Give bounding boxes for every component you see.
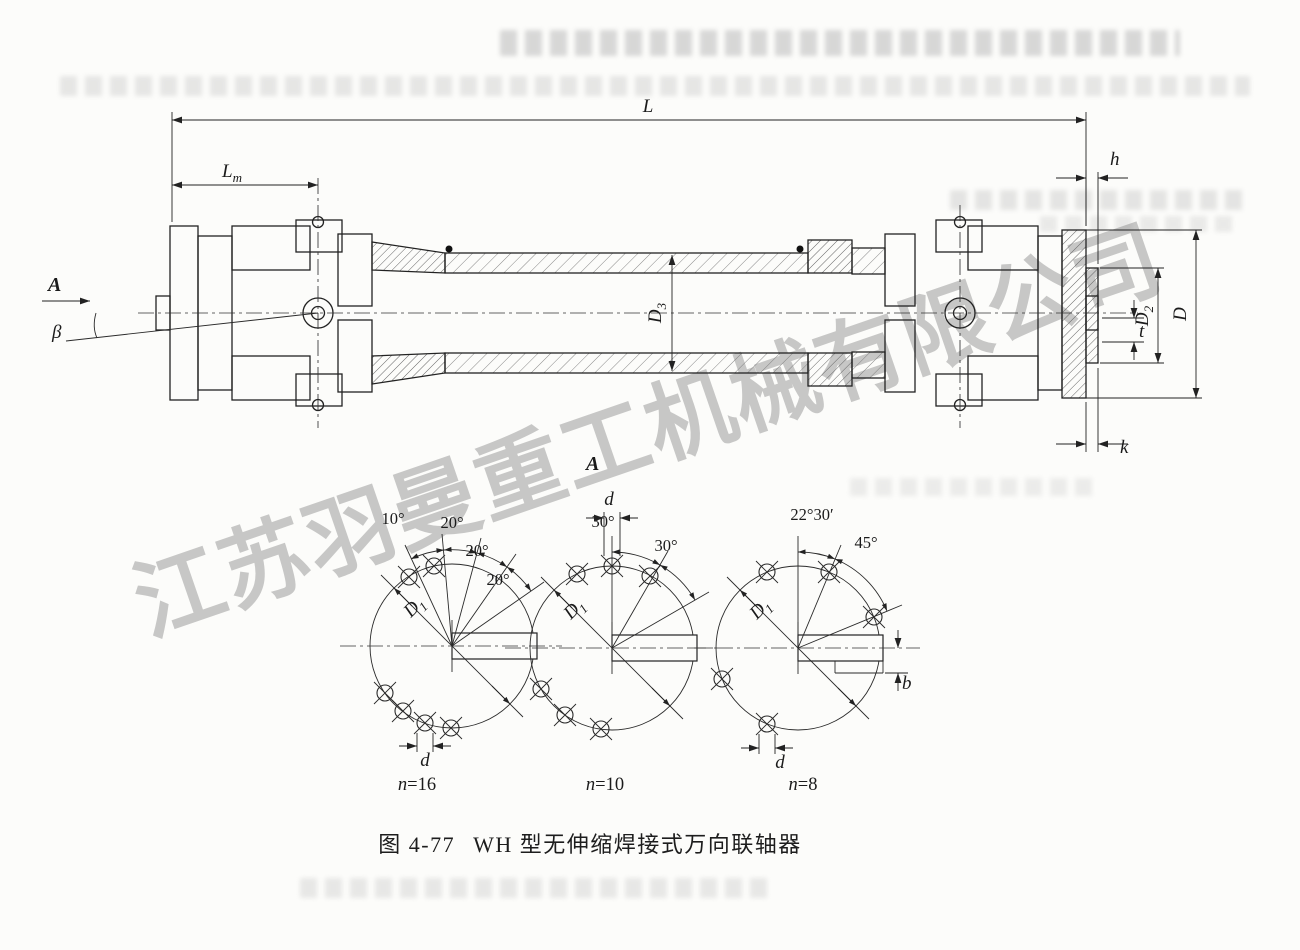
detail-n16: 10° 20° 20° 20° D1 d n=16: [340, 509, 562, 795]
dim-beta: β: [51, 312, 319, 343]
angle-label: 30°: [591, 512, 614, 531]
left-weld-adapter: [371, 241, 446, 274]
bolt-hole: [439, 716, 463, 740]
dim-label-d: d: [604, 489, 614, 510]
bolt-count-label: n=16: [398, 775, 436, 795]
bolt-hole: [710, 667, 734, 691]
bolt-hole: [600, 554, 624, 578]
bleed-text-smudge: [1040, 216, 1240, 232]
bolt-hole: [397, 565, 421, 589]
coupling-main-view: β A L Lm: [42, 96, 1202, 458]
dim-label-d: d: [420, 750, 430, 771]
dim-D2: D2: [1100, 267, 1164, 364]
detail-n8: 22°30′ 45° D1 b d n=8: [690, 505, 920, 795]
bolt-hole: [755, 712, 779, 736]
bolt-hole: [422, 554, 446, 578]
dim-label-b: b: [902, 673, 912, 694]
dim-label-k: k: [1120, 437, 1129, 458]
detail-view-label: A: [584, 453, 599, 475]
angle-label: 20°: [440, 513, 463, 532]
bolt-hole: [565, 562, 589, 586]
bolt-hole: [638, 564, 662, 588]
dim-k: k: [1056, 368, 1129, 458]
figure-title: WH 型无伸缩焊接式万向联轴器: [473, 832, 802, 857]
angle-label: 20°: [486, 570, 509, 589]
bleed-text-smudge: [500, 30, 1180, 56]
angle-label: 22°30′: [790, 505, 833, 524]
dim-label-Lm: Lm: [221, 161, 242, 185]
dim-label-D: D: [1170, 307, 1191, 322]
bleed-text-smudge: [950, 190, 1250, 210]
bolt-hole: [862, 605, 886, 629]
dim-Lm: Lm: [172, 161, 318, 189]
figure-caption: 图 4-77 WH 型无伸缩焊接式万向联轴器: [170, 827, 1010, 859]
bolt-hole: [589, 717, 613, 741]
tube: [444, 245, 809, 374]
bleed-text-smudge: [300, 878, 770, 898]
left-universal-joint: [197, 215, 373, 412]
dim-t: t: [1102, 300, 1145, 360]
bolt-hole: [529, 677, 553, 701]
bolt-hole: [817, 560, 841, 584]
bolt-circle-details: A 10° 20° 20° 20°: [340, 453, 920, 795]
view-arrow: A: [42, 274, 90, 305]
dim-label-D3: D3: [645, 302, 669, 324]
dim-L: L: [171, 96, 1087, 226]
bolt-count-label: n=10: [586, 775, 624, 795]
dim-D: D: [1064, 229, 1202, 399]
angle-label: 45°: [854, 533, 877, 552]
dim-label-beta: β: [51, 322, 62, 343]
bolt-hole: [413, 711, 437, 735]
bolt-hole: [391, 699, 415, 723]
angle-label: 20°: [465, 541, 488, 560]
bolt-count-label: n=8: [789, 775, 818, 795]
dim-label-t: t: [1139, 321, 1145, 342]
angle-label: 30°: [654, 536, 677, 555]
dim-h: h: [1056, 149, 1128, 264]
dim-label-h: h: [1110, 149, 1120, 170]
dim-label-D2: D2: [1132, 305, 1156, 327]
weld-dot: [796, 245, 804, 253]
bolt-hole: [553, 703, 577, 727]
dim-D3: D3: [645, 255, 676, 371]
bleed-text-smudge: [850, 478, 1100, 496]
weld-dot: [445, 245, 453, 253]
bolt-hole: [755, 560, 779, 584]
dim-label-d: d: [775, 752, 785, 773]
bleed-text-smudge: [60, 76, 1250, 96]
right-weld-adapter: [807, 239, 886, 387]
right-universal-joint: [884, 215, 1063, 412]
view-arrow-label: A: [46, 274, 61, 296]
figure-number: 图 4-77: [378, 832, 456, 857]
right-flange: [1061, 229, 1099, 399]
dim-label-L: L: [642, 96, 654, 117]
angle-label: 10°: [381, 509, 404, 528]
